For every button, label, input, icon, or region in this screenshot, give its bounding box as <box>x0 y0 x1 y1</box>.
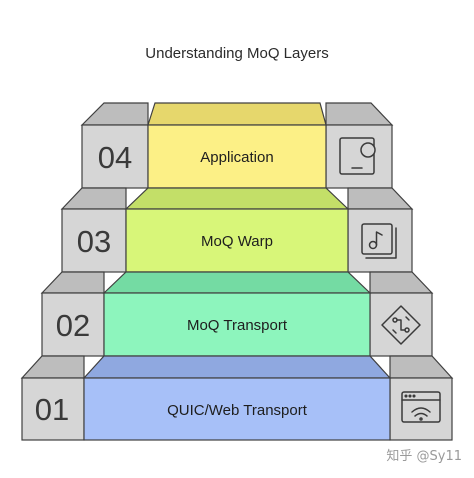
browser-network-icon <box>401 391 441 423</box>
layer-number: 03 <box>77 224 111 259</box>
diagram-title: Understanding MoQ Layers <box>145 45 328 62</box>
circuit-icon <box>381 305 421 345</box>
layer-03: 03 MoQ Warp <box>60 187 414 273</box>
watermark: 知乎 @Sy11 <box>386 448 462 464</box>
layer-02: 02 MoQ Transport <box>40 271 434 357</box>
application-icon <box>339 137 376 175</box>
layer-01: 01 QUIC/Web Transport <box>20 355 454 441</box>
layer-number: 01 <box>35 392 69 427</box>
layer-number: 04 <box>98 140 132 175</box>
layer-label: QUIC/Web Transport <box>167 402 308 419</box>
layer-04: 04 Application <box>80 102 394 189</box>
layer-number: 02 <box>56 308 90 343</box>
layer-label: MoQ Transport <box>187 317 288 334</box>
layer-label: MoQ Warp <box>201 233 273 250</box>
music-note-icon <box>361 223 397 259</box>
layer-label: Application <box>200 149 273 166</box>
